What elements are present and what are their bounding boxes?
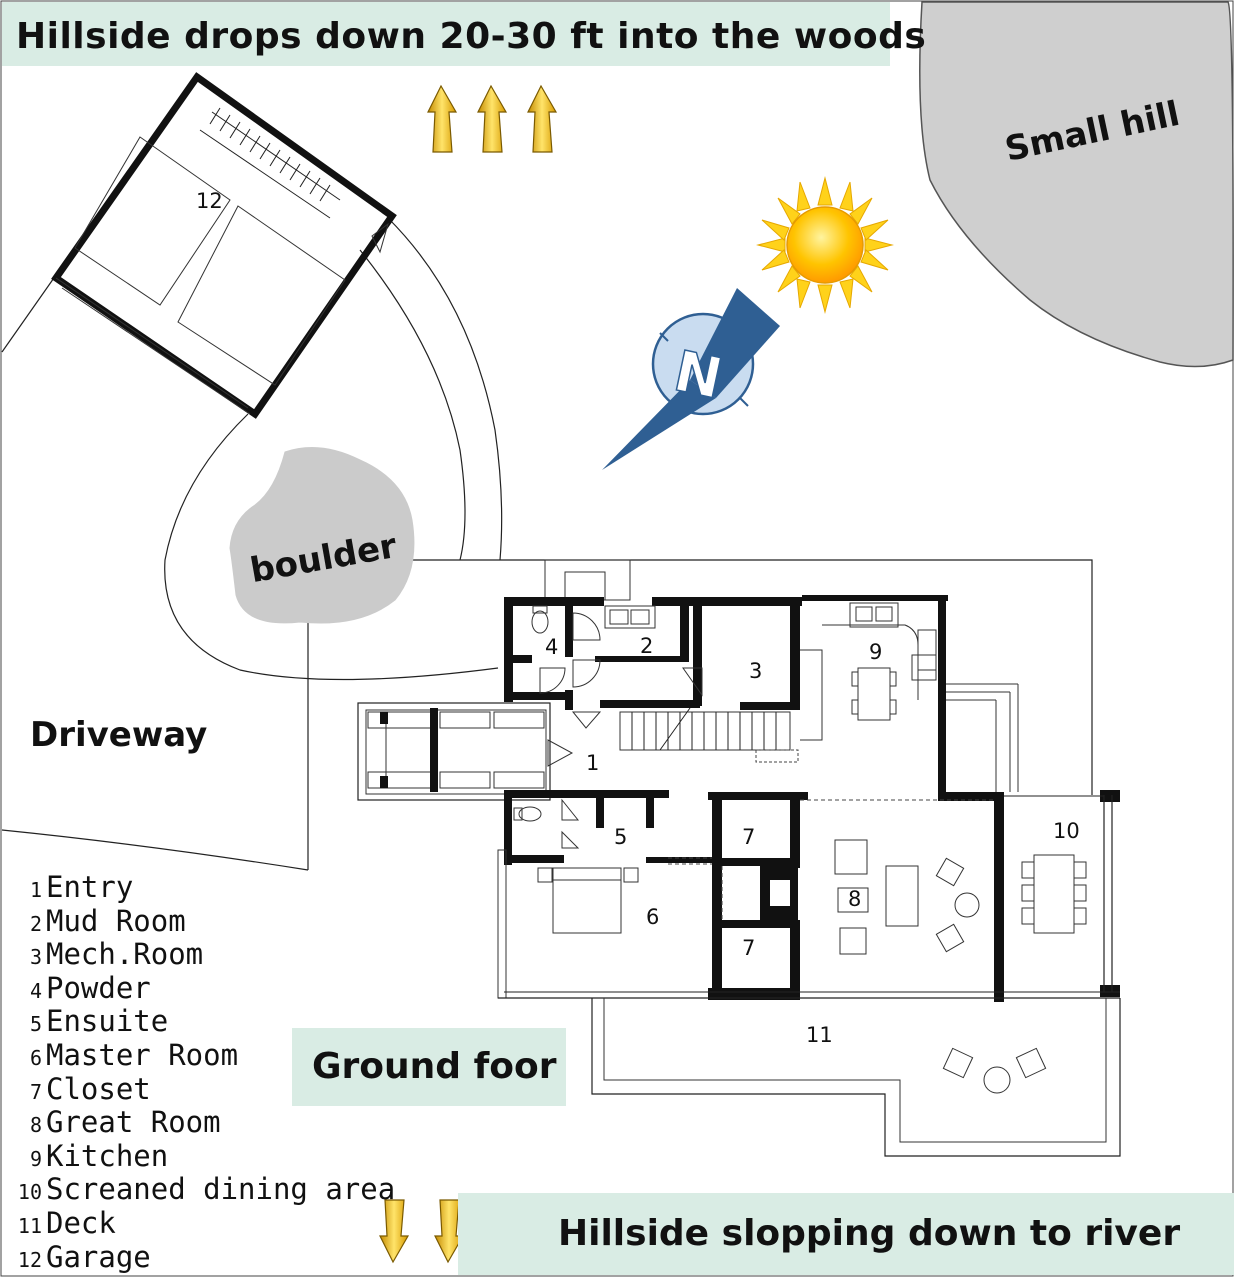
ground-floor-banner: Ground foor [292,1028,566,1106]
sun-icon [756,176,894,314]
legend-label: Screaned dining area [46,1172,396,1207]
room-number-9: 9 [869,640,882,664]
room-number-11: 11 [806,1023,833,1047]
room-number-12: 12 [196,189,223,213]
top-banner: Hillside drops down 20-30 ft into the wo… [2,2,926,66]
legend-number: 11 [17,1213,42,1238]
room-number-8: 8 [848,887,861,911]
legend-number: 4 [29,978,42,1003]
legend-number: 2 [29,911,42,936]
garage [51,72,397,419]
legend-label: Ensuite [46,1004,169,1039]
ground-floor-text: Ground foor [312,1046,557,1087]
legend-number: 5 [29,1012,42,1037]
legend-label: Garage [46,1239,151,1274]
legend-label: Mud Room [46,903,186,938]
bottom-banner: Hillside slopping down to river [458,1193,1234,1275]
top-banner-text: Hillside drops down 20-30 ft into the wo… [16,16,927,57]
small-hill-shape [919,1,1234,368]
legend-number: 10 [17,1180,42,1205]
legend-label: Entry [46,870,134,904]
room-number-3: 3 [749,659,762,683]
house-plan [357,559,1121,1157]
compass-icon: N [602,288,780,470]
legend-number: 1 [29,878,42,902]
room-number-7b: 7 [742,936,755,960]
room-number-2: 2 [640,634,653,658]
legend-label: Powder [46,970,151,1005]
legend-label: Deck [46,1205,116,1240]
legend-number: 12 [17,1247,42,1272]
legend-number: 3 [29,945,42,970]
room-number-7a: 7 [742,825,755,849]
legend-number: 6 [29,1045,42,1070]
legend-number: 8 [29,1113,42,1138]
driveway-lines [1,217,1093,871]
legend-label: Great Room [46,1105,221,1140]
boulder-shape [229,447,415,624]
room-number-1: 1 [586,751,599,775]
driveway-label: Driveway [30,715,207,755]
legend-label: Master Room [46,1037,239,1072]
room-number-5: 5 [614,825,627,849]
room-number-6: 6 [646,905,659,929]
legend-number: 7 [29,1079,42,1104]
bottom-banner-text: Hillside slopping down to river [558,1213,1181,1254]
up-arrows-icon [427,84,558,153]
legend-label: Closet [46,1071,151,1106]
room-number-10: 10 [1053,819,1080,843]
legend-label: Kitchen [46,1138,169,1173]
room-number-4: 4 [545,635,558,659]
legend-label: Mech.Room [46,937,204,972]
legend-number: 9 [29,1146,42,1171]
